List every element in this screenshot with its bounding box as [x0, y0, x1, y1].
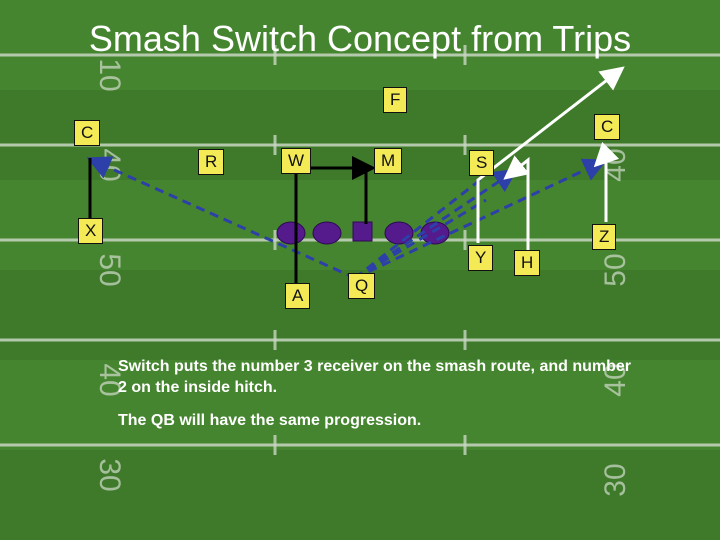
- route-z-hitch: [593, 141, 620, 222]
- defender-right-corner: C: [594, 114, 621, 140]
- routes: [476, 66, 625, 250]
- receiver-y: Y: [468, 245, 494, 271]
- center-block: [352, 221, 373, 242]
- defender-sam: S: [469, 150, 495, 176]
- yard-number: 30: [93, 458, 126, 491]
- yard-number: 30: [599, 463, 632, 496]
- receiver-x: X: [78, 218, 104, 244]
- yard-number: 40: [599, 148, 632, 181]
- hash-marks: [273, 45, 467, 455]
- lineman-left-guard: [312, 221, 342, 245]
- route-h-hitch: [503, 155, 530, 250]
- lineman-left-tackle: [276, 221, 306, 245]
- defender-free-safety: F: [383, 87, 408, 113]
- yard-number: 50: [599, 253, 632, 286]
- yard-number: 40: [93, 148, 126, 181]
- yard-number: 10: [93, 58, 126, 91]
- yard-number: 50: [93, 253, 126, 286]
- note-switch: Switch puts the number 3 receiver on the…: [118, 358, 631, 396]
- defender-will: W: [281, 148, 312, 174]
- defender-r: R: [198, 149, 225, 175]
- page-title: Smash Switch Concept from Trips: [88, 18, 632, 59]
- field-stripe: [0, 360, 720, 450]
- back-a: A: [285, 283, 311, 309]
- defender-mike: M: [374, 148, 403, 174]
- yard-number: 40: [599, 363, 632, 396]
- receiver-h: H: [514, 250, 541, 276]
- receiver-z: Z: [592, 224, 617, 250]
- quarterback-q: Q: [348, 273, 376, 299]
- note-progression: The QB will have the same progression.: [118, 412, 422, 429]
- route-y-smash: [476, 66, 625, 243]
- defender-left-corner: C: [74, 120, 101, 146]
- yard-number: 40: [93, 363, 126, 396]
